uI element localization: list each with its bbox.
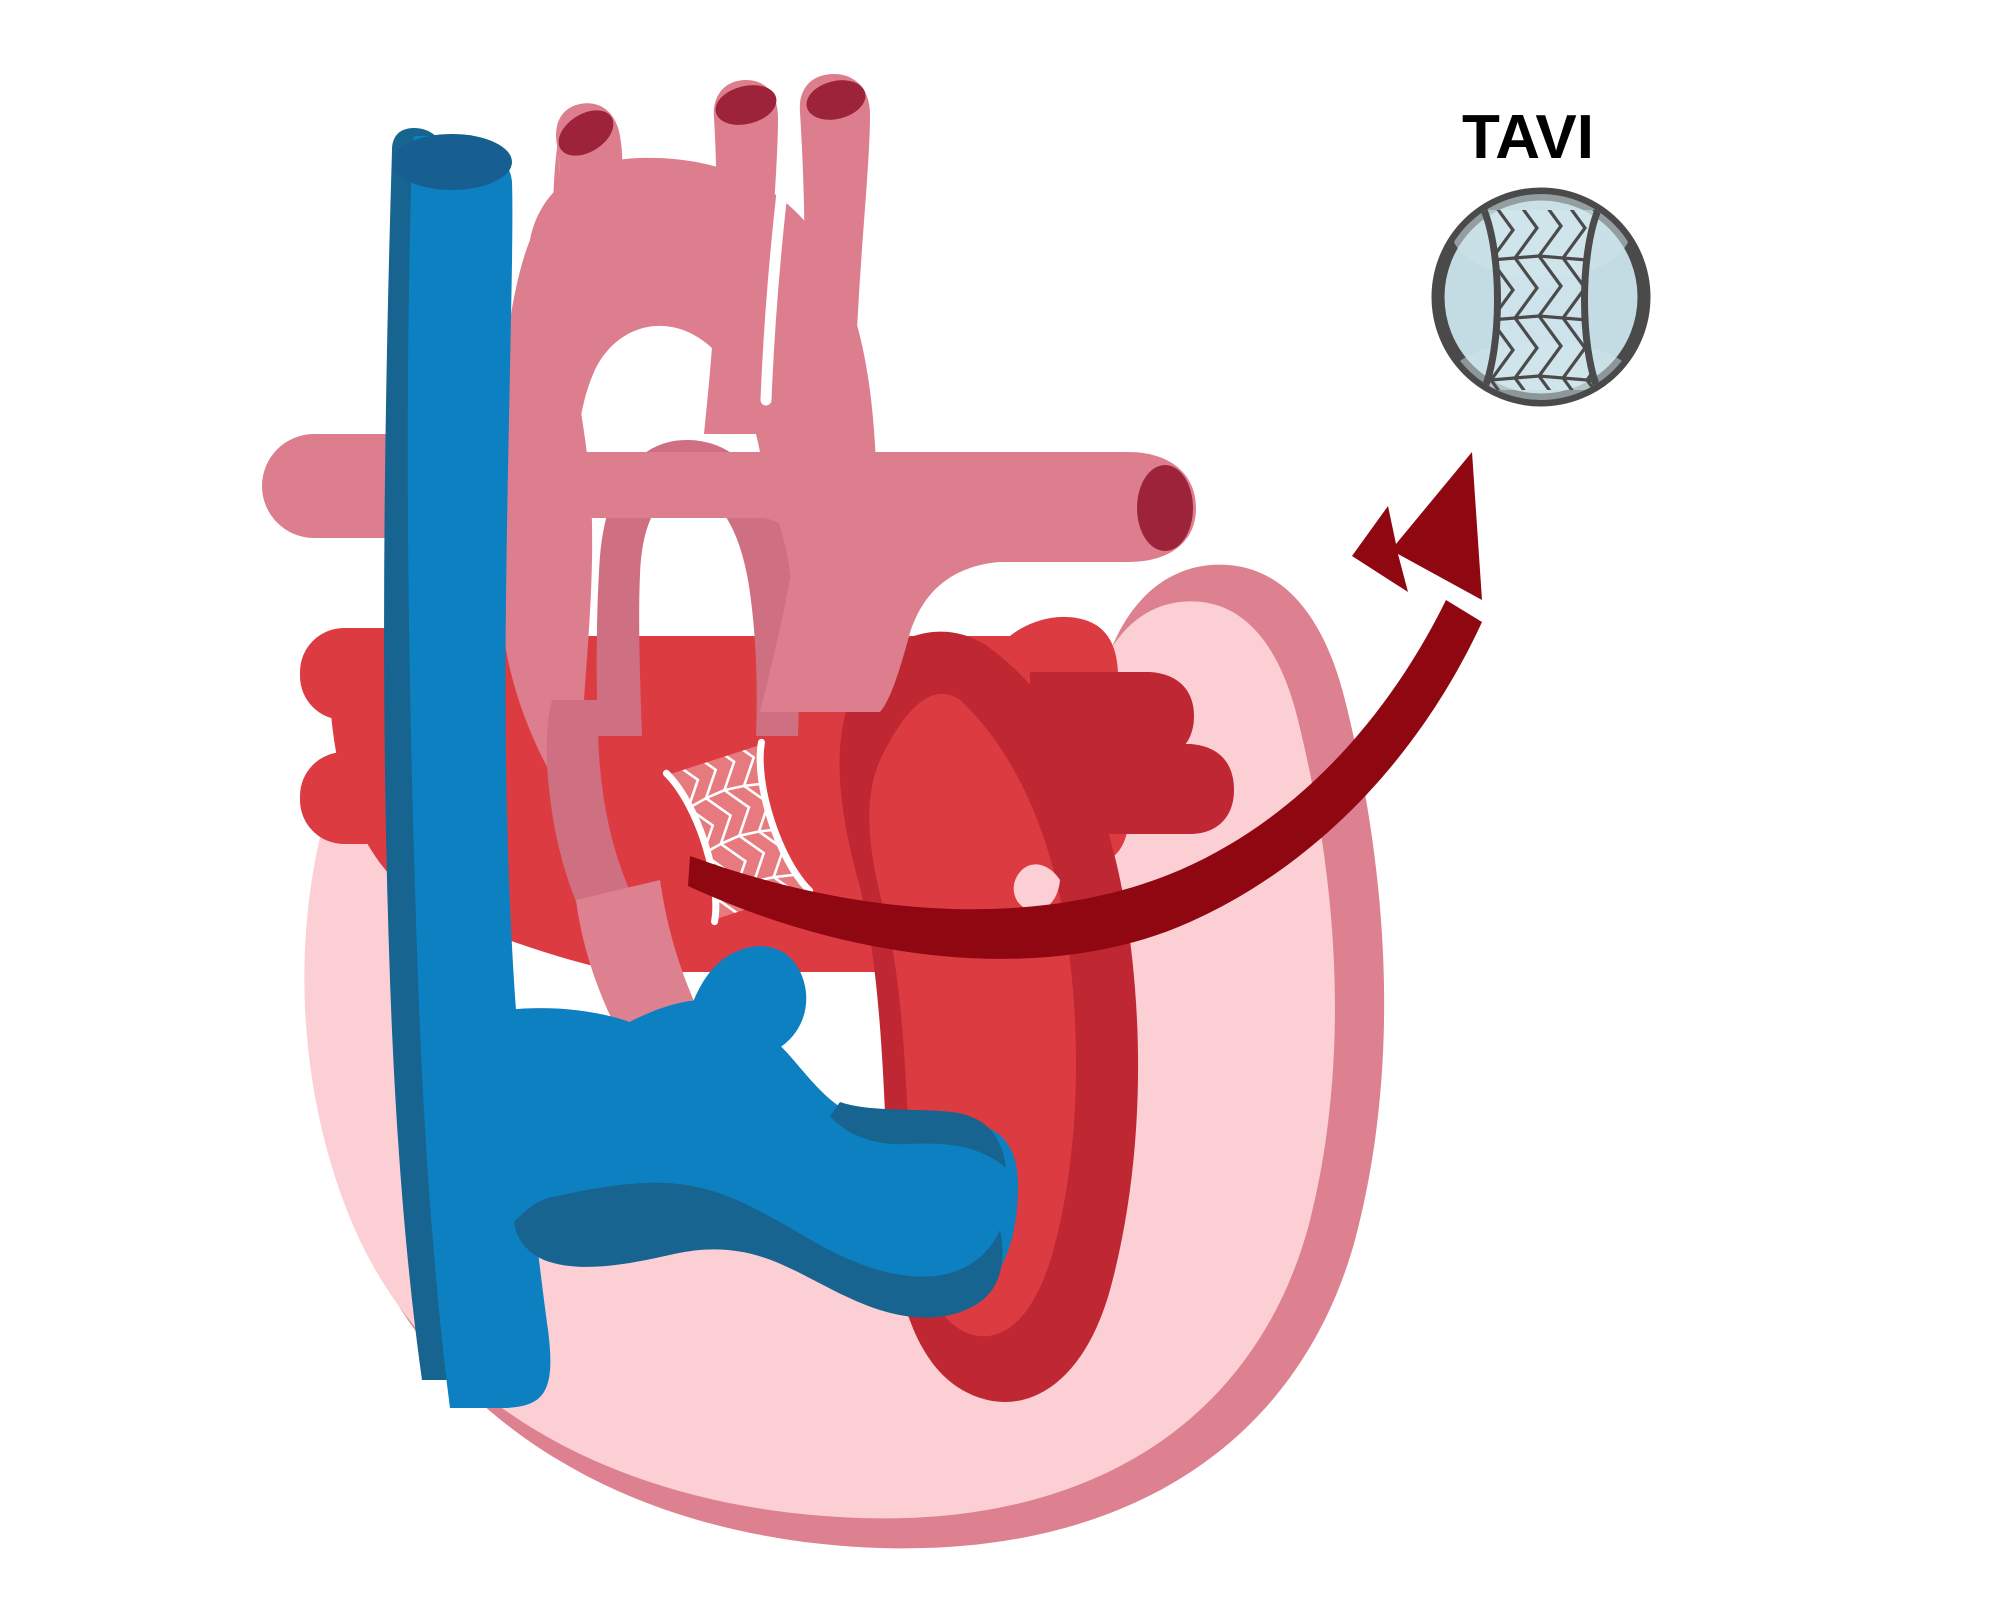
left-carotid-lumen <box>715 85 777 125</box>
left-subclavian-artery <box>792 74 870 452</box>
right-atrial-appendage <box>688 946 807 1058</box>
inset-stent-post-left <box>1480 206 1501 394</box>
right-pulmonary-vein-superior <box>1030 672 1194 760</box>
right-pulmonary-artery-lumen <box>1137 465 1193 551</box>
left-subclavian-lumen <box>806 80 866 120</box>
right-pulmonary-vein-inferior <box>1050 744 1234 834</box>
left-common-carotid-artery <box>704 80 778 434</box>
arch-branch-highlight <box>760 124 796 406</box>
right-heart-blue-group <box>384 128 1018 1408</box>
brachiocephalic-trunk <box>512 103 623 342</box>
right-pulmonary-artery-trunk <box>560 452 1196 712</box>
implanted-stent-post-left <box>662 769 720 926</box>
inset-stent-graphic <box>1480 206 1602 394</box>
tricuspid-valve-shade <box>514 1182 1003 1318</box>
papillary-muscle-flap <box>1013 864 1060 911</box>
right-pulmonary-veins <box>1030 672 1234 834</box>
callout-arrow-head <box>1352 452 1482 600</box>
callout-arrow-shaft <box>688 600 1482 959</box>
brachiocephalic-lumen <box>558 110 614 156</box>
callout-arrow <box>688 452 1482 959</box>
inset-stent-post-right <box>1581 206 1602 394</box>
vena-cava-top-lumen <box>392 134 512 190</box>
implanted-stent-post-right <box>756 738 814 895</box>
tavi-label: TAVI <box>1462 103 1594 172</box>
right-pulmonary-artery <box>560 452 1196 712</box>
tricuspid-leaflet-shade <box>830 1102 1006 1168</box>
tavi-stent-inset <box>1431 187 1651 407</box>
